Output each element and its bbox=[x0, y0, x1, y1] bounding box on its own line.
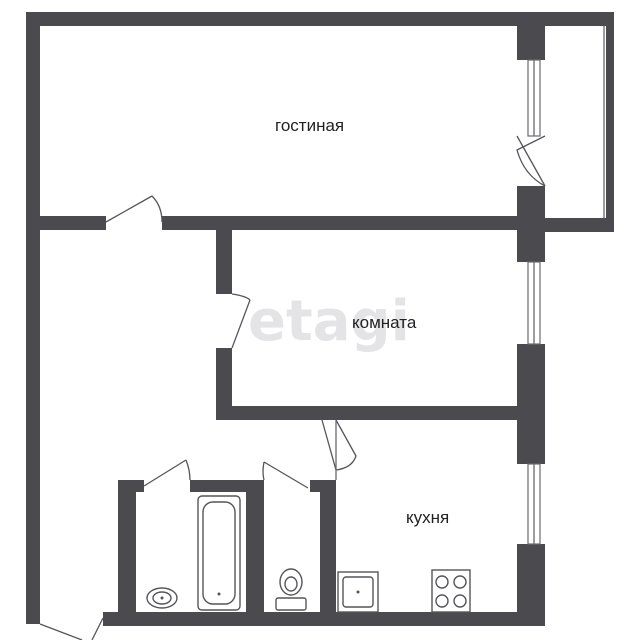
balcony-bottom-wall bbox=[545, 218, 614, 232]
right-wall-4 bbox=[517, 544, 545, 624]
bathtub-icon bbox=[197, 495, 241, 611]
wc-right-jamb bbox=[310, 480, 320, 492]
watermark: etagi bbox=[248, 289, 410, 354]
bath-left-wall bbox=[118, 480, 136, 612]
room-bottom-wall bbox=[216, 406, 517, 420]
entrance-door bbox=[39, 617, 104, 640]
kitchen-left-wall bbox=[320, 480, 336, 612]
room-door bbox=[231, 293, 251, 349]
bottom-wall bbox=[103, 612, 545, 626]
doors bbox=[39, 135, 546, 640]
interior-walls bbox=[40, 216, 517, 612]
balcony-door bbox=[516, 135, 546, 187]
outer-walls bbox=[26, 12, 614, 626]
room-left-wall-lower bbox=[216, 348, 232, 418]
right-wall-3 bbox=[517, 344, 545, 464]
balcony bbox=[545, 12, 614, 232]
bath-wc-divider bbox=[246, 492, 264, 612]
window-room bbox=[527, 261, 541, 345]
room-label: комната bbox=[352, 313, 417, 332]
living-door bbox=[105, 195, 163, 223]
balcony-top-wall bbox=[545, 12, 614, 26]
bath-door bbox=[143, 459, 191, 487]
kitchen-fixtures bbox=[337, 569, 471, 613]
corridor-wall-left bbox=[40, 216, 106, 230]
kitchen-door bbox=[321, 419, 357, 480]
room-left-wall-upper bbox=[216, 230, 232, 294]
bath-left-jamb bbox=[136, 480, 144, 492]
window-living bbox=[527, 59, 541, 137]
sink-icon bbox=[146, 587, 178, 609]
wc-door bbox=[262, 461, 309, 489]
balcony-outer-wall bbox=[606, 12, 614, 232]
living-bottom-wall bbox=[162, 216, 517, 230]
toilet-icon bbox=[275, 568, 307, 611]
windows bbox=[527, 59, 541, 545]
left-wall-upper bbox=[26, 12, 40, 624]
bathroom-fixtures bbox=[146, 495, 307, 611]
right-wall-2 bbox=[517, 186, 545, 262]
window-kitchen bbox=[527, 463, 541, 545]
bath-top-wall bbox=[190, 480, 264, 492]
stove-icon bbox=[431, 569, 471, 613]
living-room-label: гостиная bbox=[275, 116, 344, 135]
kitchen-sink-icon bbox=[337, 571, 379, 613]
top-wall bbox=[26, 12, 614, 26]
right-wall-1 bbox=[517, 12, 545, 60]
kitchen-label: кухня bbox=[406, 508, 449, 527]
